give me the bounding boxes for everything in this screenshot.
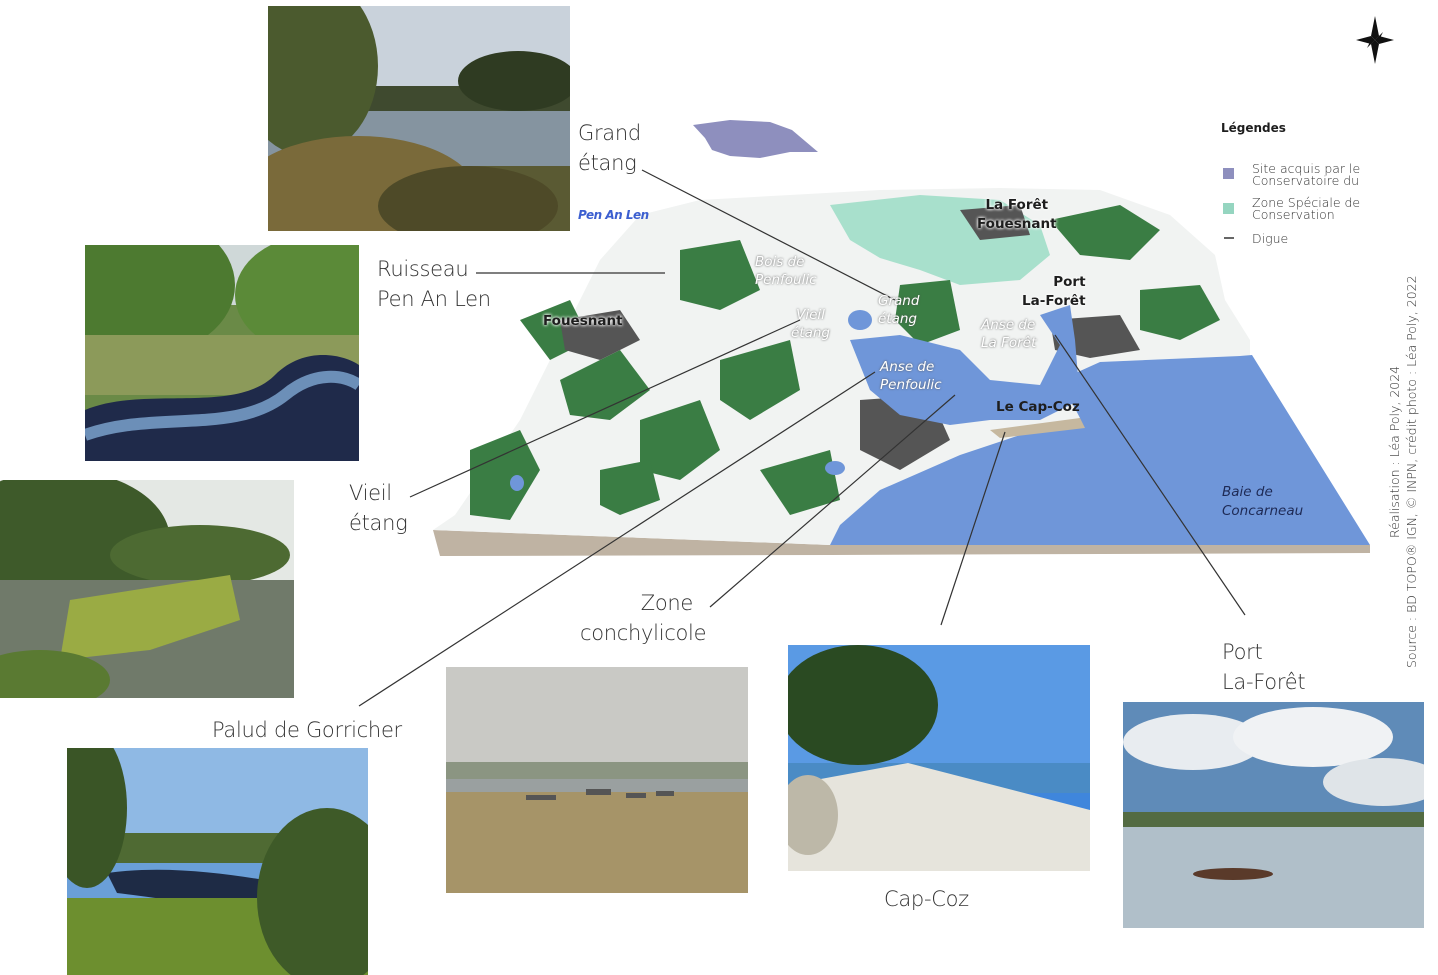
photo-vieil-etang <box>0 480 294 698</box>
callout-cap-coz: Cap-Coz <box>884 887 969 911</box>
conservatoire-site <box>693 120 818 158</box>
leader-lines <box>358 169 1246 707</box>
photo-grand-etang <box>268 6 570 231</box>
land-surface <box>433 188 1250 545</box>
photo-cap-coz <box>788 645 1090 871</box>
compass-rose-icon <box>1356 16 1394 64</box>
map-label-fouesnant: Fouesnant <box>543 313 623 329</box>
legend-swatch-zsc <box>1223 203 1234 214</box>
photo-ruisseau-pen-an-len <box>85 245 359 461</box>
map-label-pen-an-len: Pen An Len <box>578 208 649 222</box>
legend-swatch-conservatoire <box>1223 168 1234 179</box>
sea <box>830 355 1370 545</box>
anse-water <box>850 305 1080 425</box>
legend-item-digue: Digue <box>1252 231 1289 246</box>
map-label-le-cap-coz: Le Cap-Coz <box>996 399 1080 415</box>
legend-title: Légendes <box>1221 121 1286 135</box>
photo-zone-conchylicole <box>446 667 748 893</box>
callout-palud-de-gorricher: Palud de Gorricher <box>212 718 402 742</box>
credits: Réalisation : Léa Poly, 2024 Source : BD… <box>1387 275 1419 668</box>
photo-palud-de-gorricher <box>67 748 368 975</box>
photo-port-la-foret <box>1123 702 1424 928</box>
forest-patches <box>470 205 1220 520</box>
